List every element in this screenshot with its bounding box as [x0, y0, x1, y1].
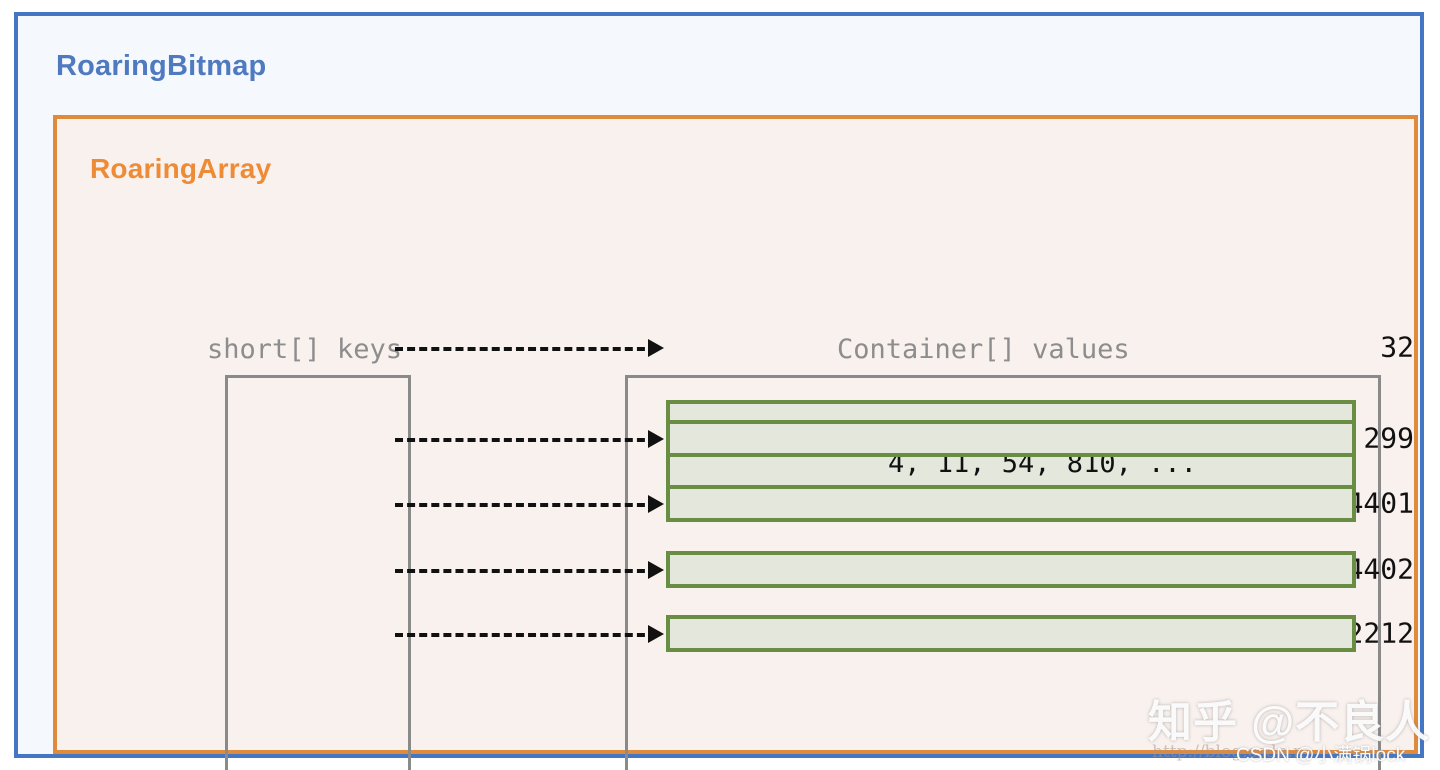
connector-line-0	[395, 347, 657, 351]
container-box-4[interactable]	[666, 615, 1356, 652]
keys-column-caption: short[] keys	[207, 334, 403, 365]
roaring-array-title: RoaringArray	[90, 153, 272, 184]
connector-arrow-4	[648, 625, 664, 643]
connector-arrow-0	[648, 339, 664, 357]
key-entry-3: 4402	[1346, 552, 1414, 586]
page-title: RoaringBitmap	[56, 50, 267, 82]
connector-line-4	[395, 633, 657, 637]
connector-arrow-3	[648, 561, 664, 579]
connector-line-2	[395, 503, 657, 507]
connector-arrow-1	[648, 430, 664, 448]
container-box-2[interactable]	[666, 485, 1356, 522]
values-column-caption: Container[] values	[837, 334, 1130, 365]
keys-array-box	[225, 375, 411, 770]
container-box-1[interactable]	[666, 420, 1356, 457]
roaring-array-panel: RoaringArray short[] keys Container[] va…	[53, 115, 1418, 770]
roaring-bitmap-panel: RoaringBitmap RoaringArray short[] keys …	[14, 12, 1424, 770]
connector-arrow-2	[648, 495, 664, 513]
connector-line-1	[395, 438, 657, 442]
key-entry-0: 32	[1380, 330, 1414, 364]
connector-line-3	[395, 569, 657, 573]
key-entry-2: 4401	[1346, 486, 1414, 520]
container-box-3[interactable]	[666, 551, 1356, 588]
keys-ellipsis: ...	[304, 763, 361, 770]
key-entry-1: 299	[1363, 421, 1414, 455]
